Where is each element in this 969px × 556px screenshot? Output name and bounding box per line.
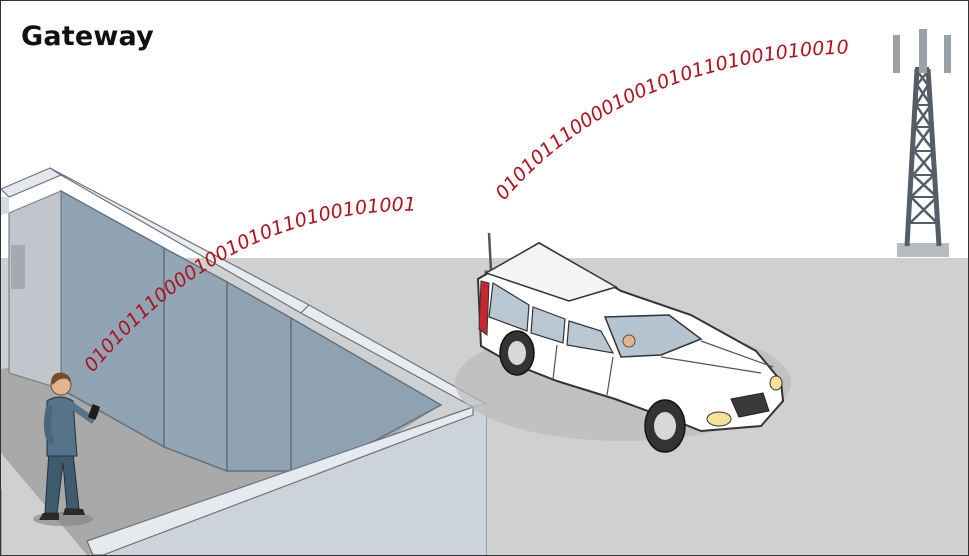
building-icon bbox=[1, 167, 488, 555]
cell-tower-icon bbox=[893, 29, 951, 257]
station-wagon-icon bbox=[455, 232, 791, 453]
person-icon bbox=[33, 372, 100, 526]
diagram-title: Gateway bbox=[21, 21, 154, 52]
signal-vehicle-to-tower: 01010111000010010101101001010010 bbox=[491, 36, 849, 204]
